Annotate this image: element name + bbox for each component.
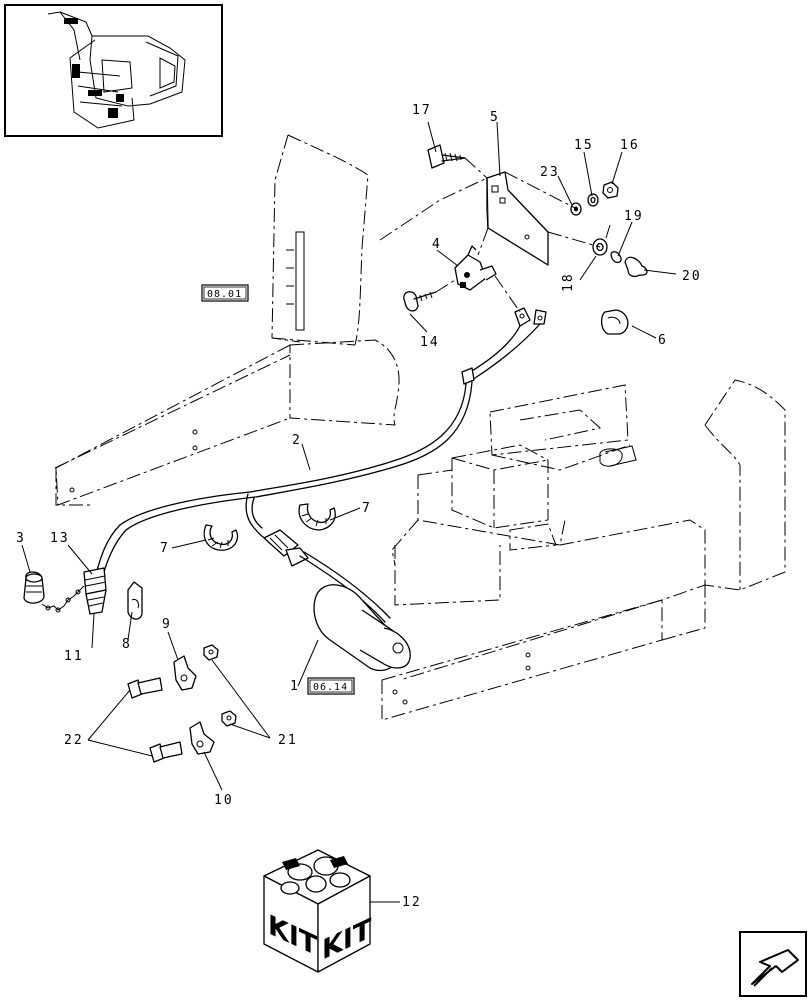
label-7-right: 7 [362, 501, 372, 516]
label-10: 10 [214, 793, 234, 808]
label-9: 9 [162, 617, 172, 632]
callout-leaders [21, 121, 677, 903]
label-14: 14 [420, 335, 440, 350]
reference-08-01: 08.01 [207, 289, 242, 300]
part-labels: 17 5 15 16 23 19 4 20 18 14 6 2 7 7 3 13… [16, 103, 702, 910]
clip-bolt-hardware [127, 644, 237, 763]
label-13: 13 [50, 531, 70, 546]
clip-6 [600, 309, 629, 335]
label-18: 18 [561, 272, 576, 292]
label-12: 12 [402, 895, 422, 910]
return-arrow-icon[interactable] [739, 931, 807, 997]
reference-06-14: 06.14 [313, 682, 348, 693]
clip-8 [127, 581, 143, 620]
label-21: 21 [278, 733, 298, 748]
kit-box: KIT KIT [263, 849, 372, 973]
label-23: 23 [540, 165, 560, 180]
label-5: 5 [490, 110, 500, 125]
right-frame-structure [381, 379, 786, 721]
label-2: 2 [292, 433, 302, 448]
machine-thumbnail-icon[interactable] [4, 4, 223, 137]
reference-box-bottom[interactable]: 06.14 [307, 677, 355, 695]
assembly-lines [379, 157, 601, 313]
reference-box-left[interactable]: 08.01 [201, 284, 249, 302]
label-22: 22 [64, 733, 84, 748]
hose-clamps [203, 503, 336, 551]
beacon-lamp [313, 584, 411, 672]
hardware-set-top [427, 144, 648, 277]
wire-harness [95, 307, 547, 623]
switch-assembly [403, 245, 497, 312]
label-1: 1 [290, 679, 300, 694]
label-3: 3 [16, 531, 26, 546]
label-15: 15 [574, 138, 594, 153]
label-17: 17 [412, 103, 432, 118]
label-11: 11 [64, 649, 84, 664]
label-19: 19 [624, 209, 644, 224]
label-16: 16 [620, 138, 640, 153]
label-6: 6 [658, 333, 668, 348]
connector-cap-assembly [23, 567, 107, 615]
label-20: 20 [682, 269, 702, 284]
label-7-left: 7 [160, 541, 170, 556]
label-4: 4 [432, 237, 442, 252]
mounting-bracket [486, 171, 549, 266]
label-8: 8 [122, 637, 132, 652]
left-frame-post [54, 134, 400, 506]
